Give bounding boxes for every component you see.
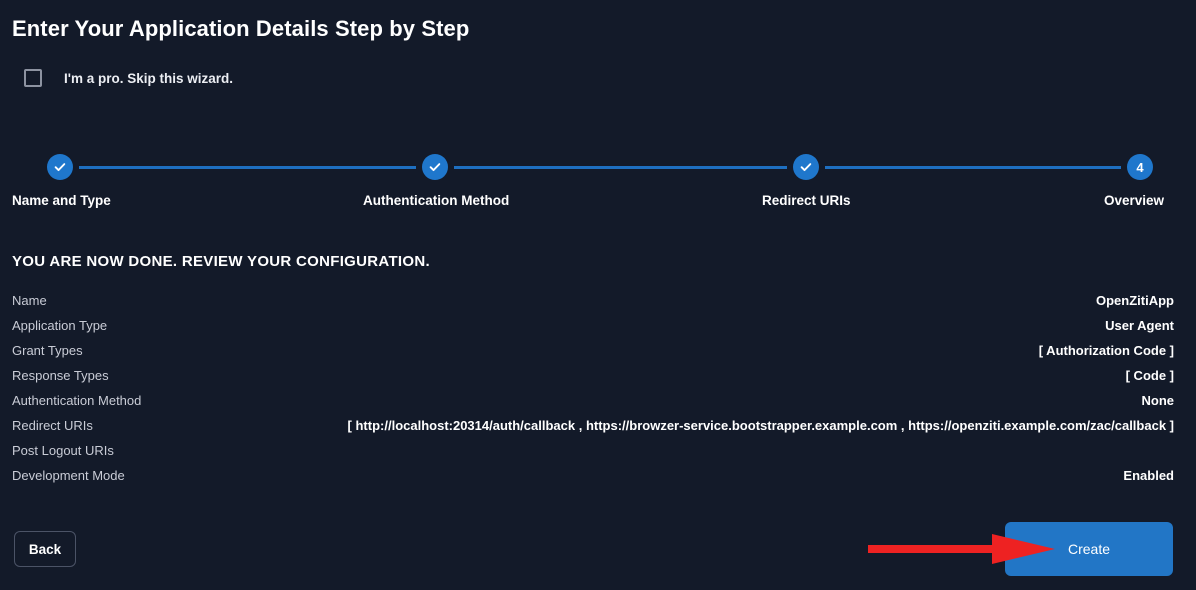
wizard-stepper: Name and Type Authentication Method Redi… <box>0 154 1196 218</box>
skip-wizard-checkbox[interactable] <box>24 69 42 87</box>
stepper-node-authentication-method[interactable] <box>422 154 448 180</box>
table-row: Application Type User Agent <box>12 313 1174 338</box>
review-value: [ Code ] <box>1125 368 1174 383</box>
review-value: User Agent <box>1105 318 1174 333</box>
stepper-node-overview[interactable]: 4 <box>1127 154 1153 180</box>
table-row: Authentication Method None <box>12 388 1174 413</box>
table-row: Response Types [ Code ] <box>12 363 1174 388</box>
review-value: None <box>1141 393 1175 408</box>
table-row: Post Logout URIs <box>12 438 1174 463</box>
page-title: Enter Your Application Details Step by S… <box>12 16 470 41</box>
check-icon <box>429 163 441 172</box>
stepper-node-overview-number: 4 <box>1136 159 1144 175</box>
table-row: Redirect URIs [ http://localhost:20314/a… <box>12 413 1174 438</box>
review-label: Grant Types <box>12 343 83 358</box>
stepper-label-overview: Overview <box>1104 193 1165 208</box>
table-row: Grant Types [ Authorization Code ] <box>12 338 1174 363</box>
review-summary-table: Name OpenZitiApp Application Type User A… <box>12 288 1174 488</box>
skip-wizard-label: I'm a pro. Skip this wizard. <box>64 70 233 86</box>
review-value: [ Authorization Code ] <box>1038 343 1174 358</box>
check-icon <box>800 163 812 172</box>
review-label: Response Types <box>12 368 109 383</box>
skip-wizard-row[interactable]: I'm a pro. Skip this wizard. <box>24 69 233 87</box>
review-label: Application Type <box>12 318 108 333</box>
stepper-node-redirect-uris[interactable] <box>793 154 819 180</box>
table-row: Name OpenZitiApp <box>12 288 1174 313</box>
table-row: Development Mode Enabled <box>12 463 1174 488</box>
stepper-label-redirect-uris: Redirect URIs <box>762 193 851 208</box>
stepper-connector-1 <box>79 166 416 169</box>
review-label: Post Logout URIs <box>12 443 114 458</box>
review-label: Authentication Method <box>12 393 142 408</box>
stepper-label-name-and-type: Name and Type <box>12 193 111 208</box>
check-icon <box>54 163 66 172</box>
back-button[interactable]: Back <box>14 531 76 567</box>
create-button[interactable]: Create <box>1005 522 1173 576</box>
review-value: [ http://localhost:20314/auth/callback ,… <box>347 418 1174 433</box>
review-value: OpenZitiApp <box>1096 293 1174 308</box>
review-value: Enabled <box>1123 468 1174 483</box>
stepper-connector-3 <box>825 166 1121 169</box>
review-heading: YOU ARE NOW DONE. REVIEW YOUR CONFIGURAT… <box>12 253 430 270</box>
stepper-label-authentication-method: Authentication Method <box>363 193 510 208</box>
review-label: Redirect URIs <box>12 418 93 433</box>
stepper-node-name-and-type[interactable] <box>47 154 73 180</box>
review-label: Development Mode <box>12 468 125 483</box>
review-label: Name <box>12 293 47 308</box>
stepper-connector-2 <box>454 166 787 169</box>
